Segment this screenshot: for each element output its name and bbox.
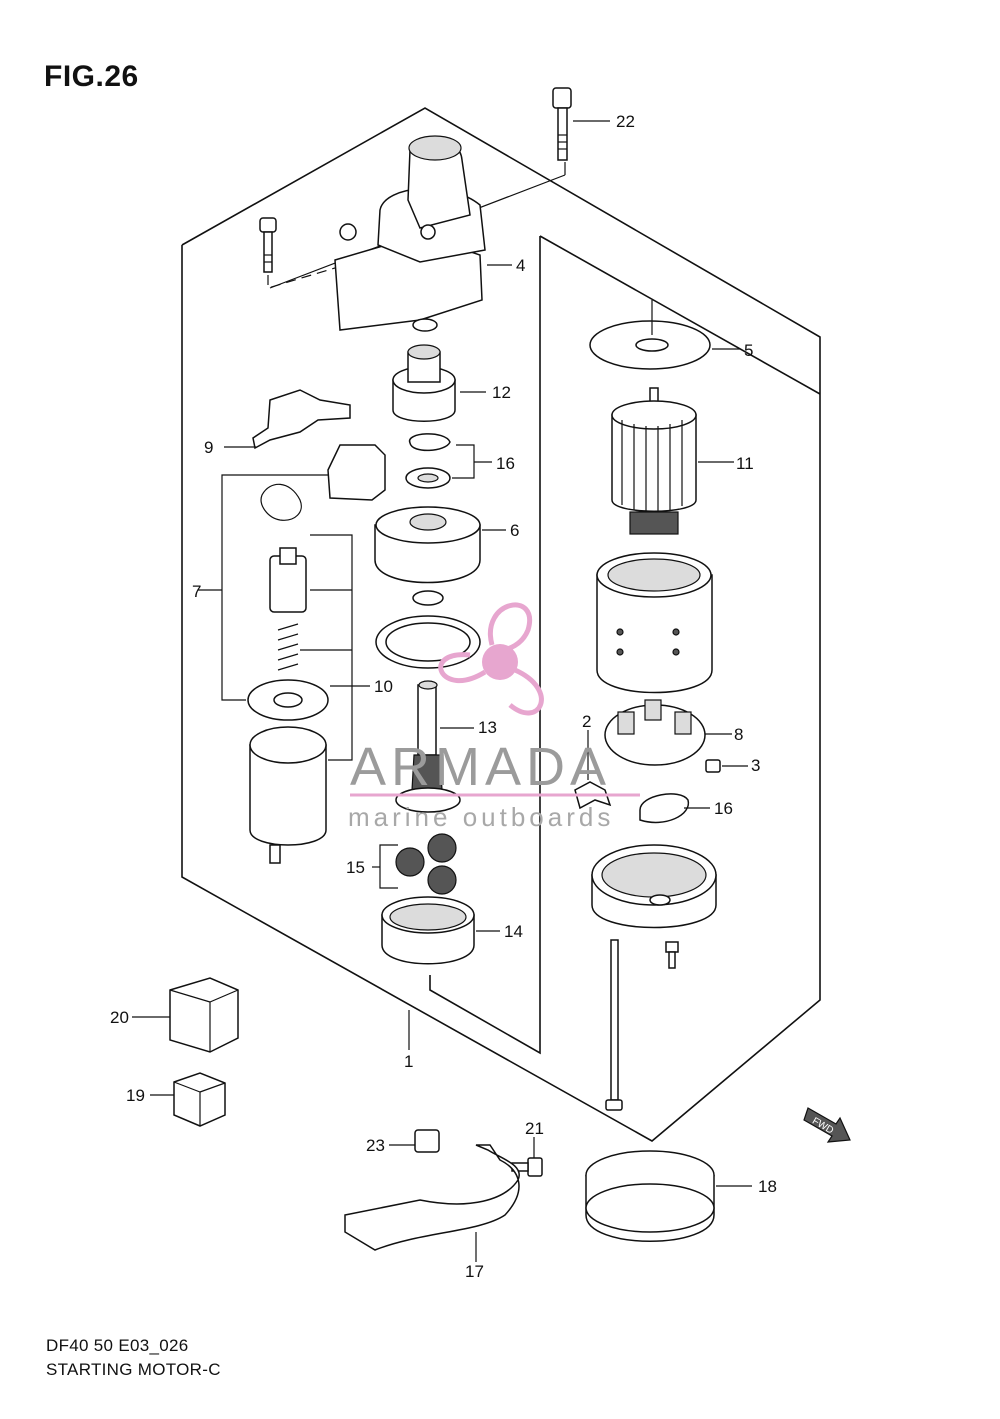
callout-13: 13 [478,718,497,737]
callout-23: 23 [366,1136,385,1155]
callout-14: 14 [504,922,523,941]
figure-code: DF40 50 E03_026 [46,1336,189,1355]
nut-part-3 [705,759,748,773]
gasket-ring [375,615,481,669]
callout-labels: 22 4 5 12 9 16 11 6 7 10 2 13 8 3 16 15 … [110,112,777,1281]
plate-part-16-right [639,793,710,824]
callout-9: 9 [204,438,213,457]
housing-bolt [259,217,346,289]
watermark-tagline: marine outboards [348,802,614,832]
band-part-18 [585,1150,752,1242]
cover-part-6 [374,506,506,584]
watermark: ARMADA marine outboards [348,602,640,832]
callout-3: 3 [751,756,760,775]
through-bolt [605,939,679,1111]
brush-holder-part-8 [604,699,732,766]
callout-16-left: 16 [496,454,515,473]
callout-20: 20 [110,1008,129,1027]
callout-4: 4 [516,256,525,275]
assembly-outline [181,107,821,1142]
callout-2: 2 [582,712,591,731]
armature-part-11 [611,387,734,535]
callout-7: 7 [192,582,201,601]
callout-8: 8 [734,725,743,744]
callout-18: 18 [758,1177,777,1196]
relay-part-19 [150,1072,226,1127]
shaft-part-13 [395,680,474,813]
solenoid-part-7 [198,444,386,864]
callout-1: 1 [404,1052,413,1071]
figure-title: FIG.26 [44,60,139,93]
bracket-part-17 [344,1144,520,1262]
e-ring-part-16 [405,433,492,489]
callout-12: 12 [492,383,511,402]
bolt-part-21 [511,1137,543,1177]
callout-10: 10 [374,677,393,696]
planet-gears-part-15 [372,833,457,895]
callout-19: 19 [126,1086,145,1105]
figure-name: STARTING MOTOR-C [46,1360,221,1379]
propeller-logo-icon [438,602,544,716]
washer [412,590,444,606]
plate-part-5 [589,300,740,370]
front-housing-part-4 [334,135,512,331]
callout-22: 22 [616,112,635,131]
watermark-brand: ARMADA [350,737,611,797]
callout-6: 6 [510,521,519,540]
callout-17: 17 [465,1262,484,1281]
callout-15: 15 [346,858,365,877]
end-cover [591,844,717,929]
callout-21: 21 [525,1119,544,1138]
fwd-direction-icon: FWD [803,1107,851,1143]
bolt-part-22 [552,87,610,161]
pinion-part-12 [392,344,486,422]
yoke [596,552,713,694]
o-ring [412,318,438,332]
lever-part-9 [224,389,351,450]
callout-16-right: 16 [714,799,733,818]
internal-gear-part-14 [381,896,500,965]
relay-part-20 [132,977,239,1053]
fwd-label: FWD [810,1116,835,1137]
callout-5: 5 [744,341,753,360]
clip-part-23 [389,1129,440,1153]
callout-11: 11 [736,454,754,473]
